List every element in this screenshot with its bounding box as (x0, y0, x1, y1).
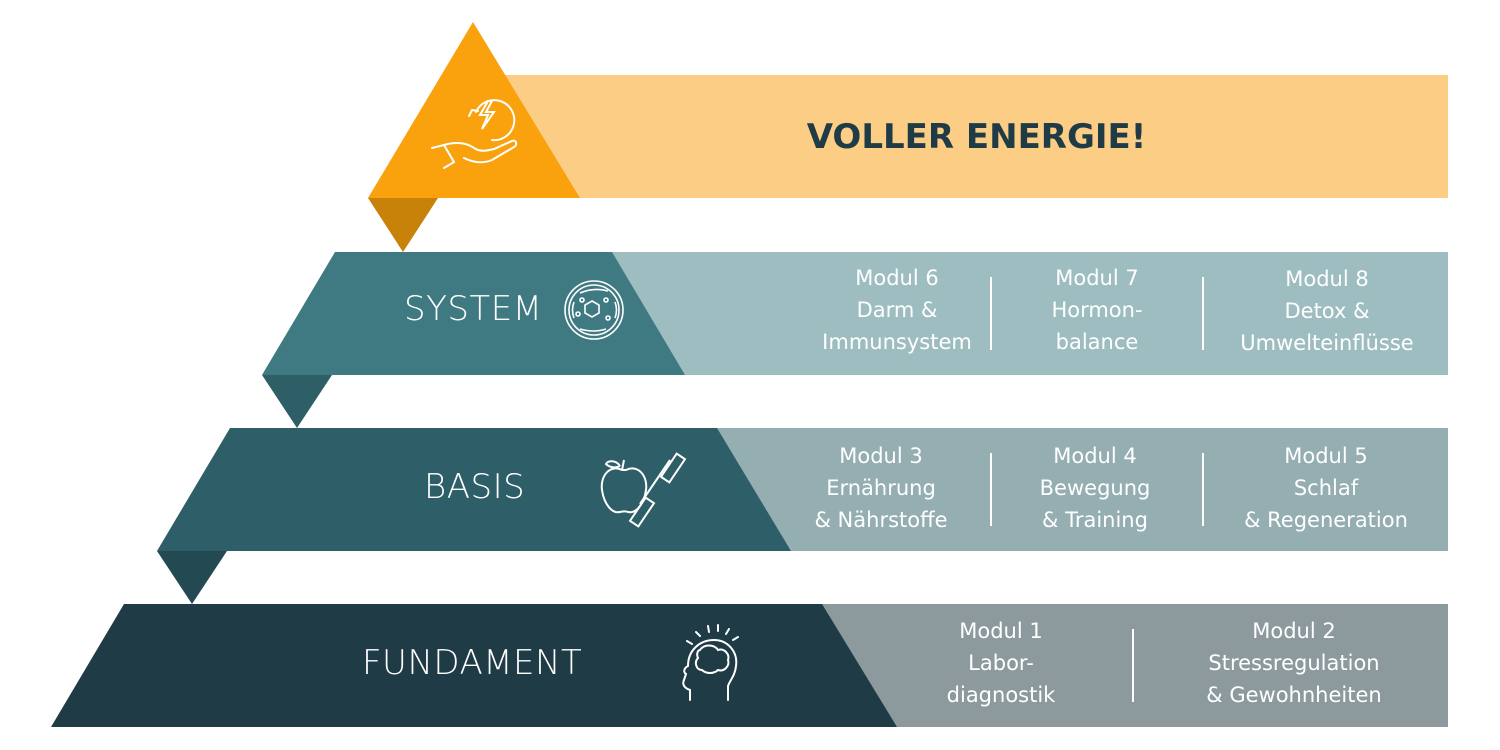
molecule-icon (564, 280, 624, 340)
level-label-system: SYSTEM (404, 289, 543, 329)
module-8: Modul 8 Detox & Umwelteinflüsse (1240, 263, 1413, 359)
module-line: Labor- (968, 651, 1034, 675)
module-title: Modul 4 (1053, 444, 1137, 468)
module-title: Modul 2 (1252, 619, 1336, 643)
module-line: diagnostik (946, 683, 1056, 707)
system-band (600, 252, 1448, 375)
basis-fold (157, 551, 227, 604)
module-title: Modul 3 (839, 444, 923, 468)
module-line: & Gewohnheiten (1206, 683, 1382, 707)
module-line: Schlaf (1293, 476, 1359, 500)
module-line: & Training (1042, 508, 1148, 532)
module-line: Bewegung (1039, 476, 1151, 500)
module-title: Modul 6 (855, 266, 939, 290)
module-line: Hormon- (1051, 298, 1143, 322)
top-band (505, 75, 1448, 198)
module-title: Modul 1 (959, 619, 1043, 643)
apple-dumbbell-icon (600, 452, 687, 528)
basis-band (700, 428, 1448, 551)
module-6: Modul 6 Darm & Immunsystem (822, 262, 972, 358)
module-line: Detox & (1284, 299, 1370, 323)
top-fold (368, 198, 438, 252)
fundament-trapezoid (51, 604, 897, 727)
level-label-basis: BASIS (424, 467, 526, 507)
module-line: Immunsystem (822, 330, 972, 354)
module-line: Umwelteinflüsse (1240, 331, 1414, 355)
top-title: VOLLER ENERGIE! (806, 116, 1147, 157)
module-5: Modul 5 Schlaf & Regeneration (1244, 440, 1408, 536)
dividers (990, 277, 1204, 702)
basis-trapezoid (157, 428, 791, 551)
module-line: & Regeneration (1244, 508, 1408, 532)
module-2: Modul 2 Stressregulation & Gewohnheiten (1206, 615, 1381, 711)
module-line: Darm & (856, 298, 938, 322)
module-title: Modul 8 (1285, 267, 1369, 291)
module-line: Ernährung (826, 476, 936, 500)
module-line: balance (1055, 330, 1139, 354)
module-7: Modul 7 Hormon- balance (1051, 262, 1142, 358)
module-title: Modul 5 (1284, 444, 1368, 468)
module-line: & Nährstoffe (814, 508, 948, 532)
module-4: Modul 4 Bewegung & Training (1040, 440, 1151, 536)
module-1: Modul 1 Labor- diagnostik (947, 615, 1056, 711)
module-line: Stressregulation (1208, 651, 1380, 675)
level-label-fundament: FUNDAMENT (362, 643, 583, 683)
brain-head-icon (682, 624, 739, 701)
fundament-band (800, 604, 1448, 727)
system-trapezoid (262, 252, 685, 375)
energy-hand-icon (431, 99, 518, 169)
module-title: Modul 7 (1055, 266, 1139, 290)
module-3: Modul 3 Ernährung & Nährstoffe (815, 440, 948, 536)
system-fold (262, 375, 332, 428)
